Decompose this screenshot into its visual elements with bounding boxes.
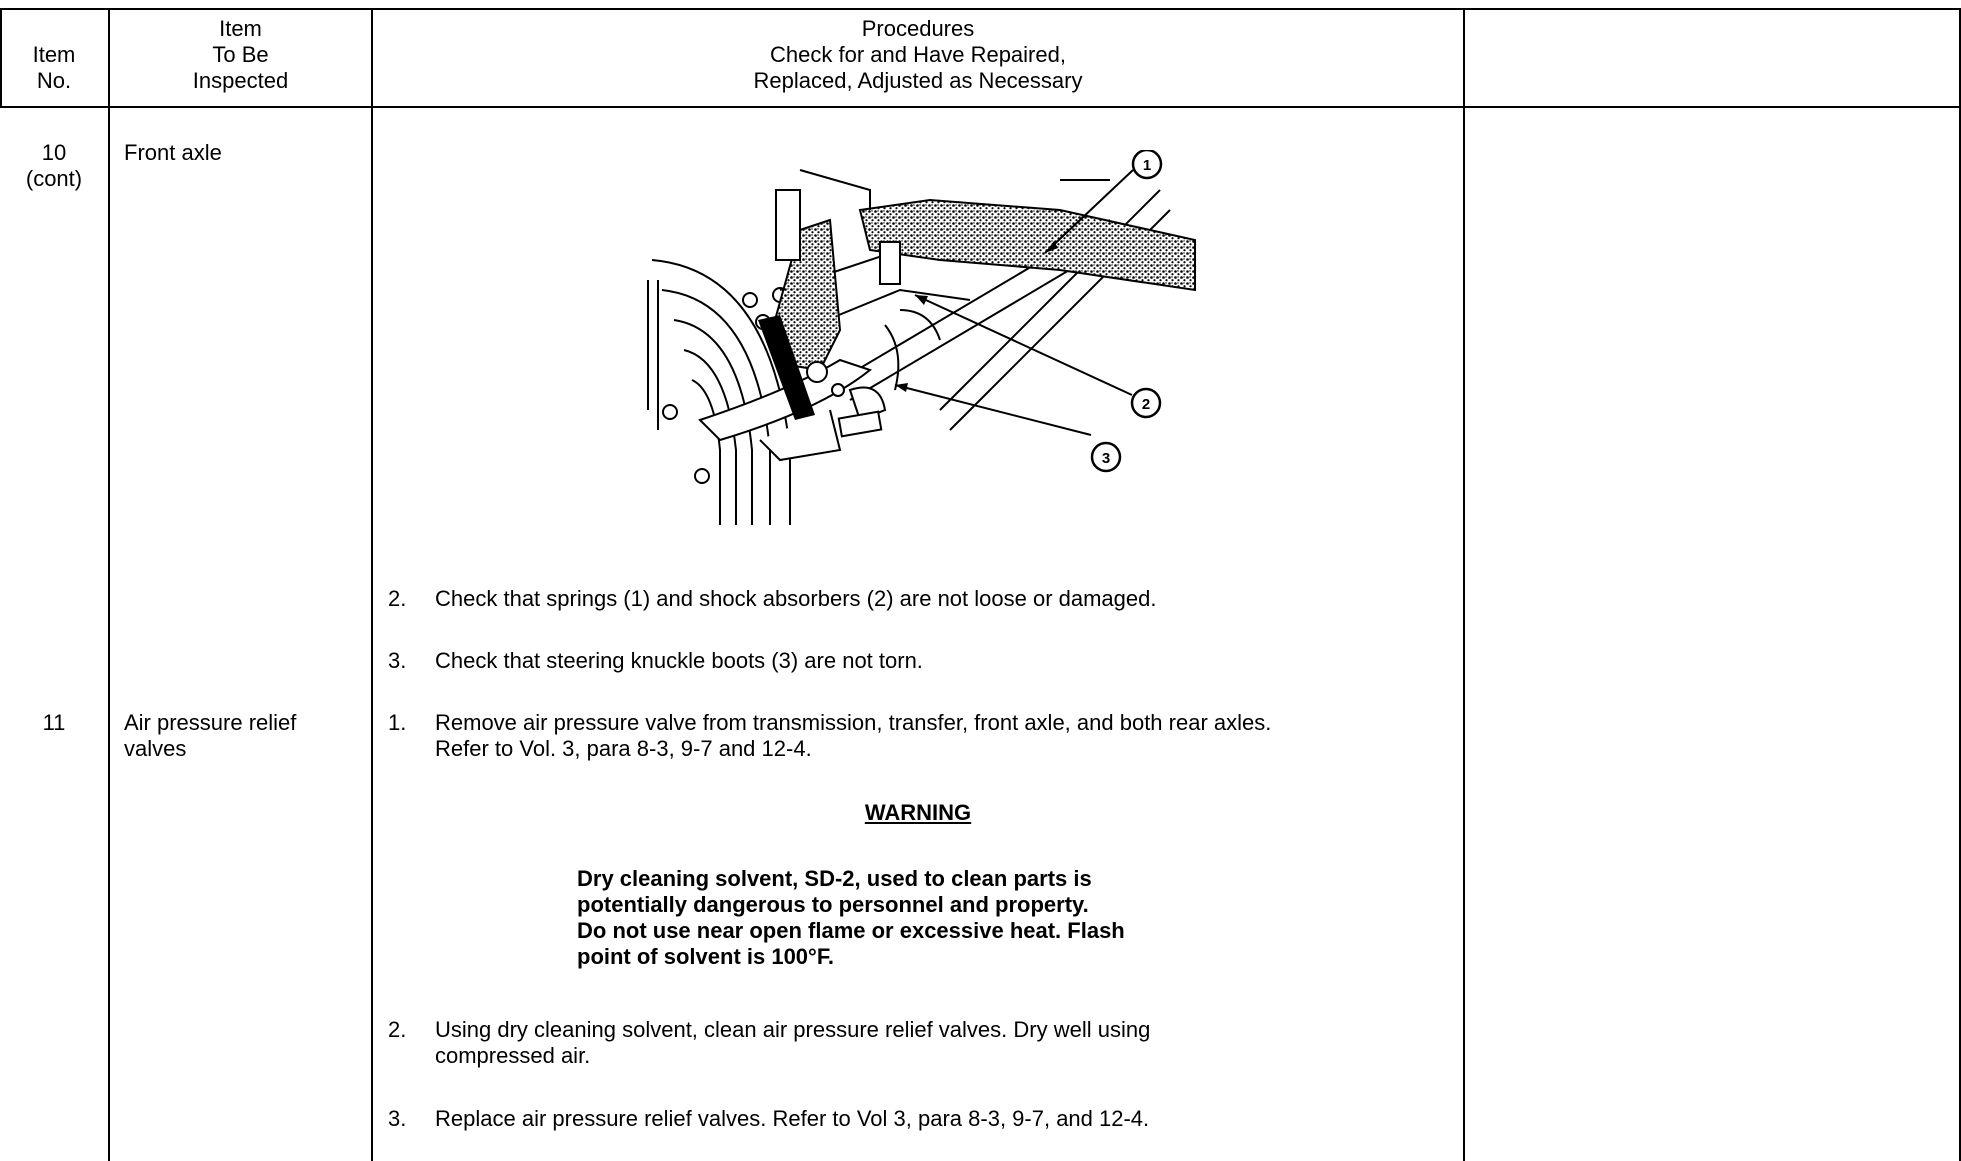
row10-item-name: Front axle: [124, 140, 222, 165]
wheel-drawing: [647, 259, 791, 525]
header-item-no: Item No.: [0, 16, 108, 94]
row10-step-3-text: Check that steering knuckle boots (3) ar…: [435, 648, 923, 673]
row10-step-2-text: Check that springs (1) and shock absorbe…: [435, 586, 1157, 611]
row11-item-name: Air pressure relief valves: [124, 710, 296, 762]
header-item-to-be-inspected: Item To Be Inspected: [110, 16, 371, 94]
row11-step-3-number: 3.: [388, 1106, 407, 1131]
callout-3-label: 3: [1102, 450, 1110, 467]
row10-step-3-number: 3.: [388, 648, 407, 673]
header-item-line1: Item: [219, 16, 262, 41]
col-divider-3: [371, 8, 373, 1161]
row11-step-2-text: Using dry cleaning solvent, clean air pr…: [435, 1017, 1151, 1068]
leaf-spring: [858, 198, 1196, 292]
steering-boot: [758, 315, 815, 420]
header-procedures-line1: Procedures: [861, 16, 975, 41]
row11-item-no: 11: [42, 710, 66, 735]
col-divider-2: [108, 8, 110, 1161]
header-item-line2: To Be: [212, 42, 269, 67]
callout-2-label: 2: [1142, 396, 1150, 413]
row10-item-no-line2: (cont): [25, 166, 83, 191]
callout-leaders: [894, 169, 1134, 436]
row11-step-1-number: 1.: [388, 710, 407, 735]
row11-step-3-text: Replace air pressure relief valves. Refe…: [435, 1106, 1150, 1131]
row11-step-1-text: Remove air pressure valve from transmiss…: [435, 710, 1272, 761]
warning-body: Dry cleaning solvent, SD-2, used to clea…: [577, 866, 1125, 969]
callout-2: 2: [1130, 387, 1162, 419]
row10-item-no-line1: 10: [41, 140, 67, 165]
row11-item-name-line1: Air pressure relief: [124, 710, 297, 735]
col-divider-4: [1463, 8, 1465, 1161]
col-divider-5: [1959, 8, 1961, 1161]
row11-step-2-number: 2.: [388, 1017, 407, 1042]
callout-1-label: 1: [1143, 157, 1151, 174]
warning-title: WARNING: [864, 800, 972, 825]
callout-1: 1: [1131, 150, 1163, 180]
row10-item-no: 10 (cont): [0, 140, 108, 192]
header-procedures-line2: Check for and Have Repaired,: [770, 42, 1066, 67]
row11-step-2: 2. Using dry cleaning solvent, clean air…: [388, 1017, 1458, 1077]
callout-3: 3: [1090, 441, 1122, 473]
steering-knuckle: [698, 358, 887, 462]
col-divider-1: [0, 8, 2, 107]
header-item-no-line2: No.: [36, 68, 72, 93]
row11-item-name-line2: valves: [124, 736, 187, 761]
front-axle-illustration: 1 2 3: [647, 150, 1196, 525]
header-procedures-line3: Replaced, Adjusted as Necessary: [753, 68, 1083, 93]
row11-step-1: 1. Remove air pressure valve from transm…: [388, 710, 1458, 770]
header-procedures: Procedures Check for and Have Repaired, …: [373, 16, 1463, 94]
table-top-border: [0, 8, 1961, 10]
header-item-line3: Inspected: [192, 68, 289, 93]
row10-step-2-number: 2.: [388, 586, 407, 611]
header-item-no-line1: Item: [32, 42, 76, 67]
header-bottom-border: [0, 106, 1961, 108]
